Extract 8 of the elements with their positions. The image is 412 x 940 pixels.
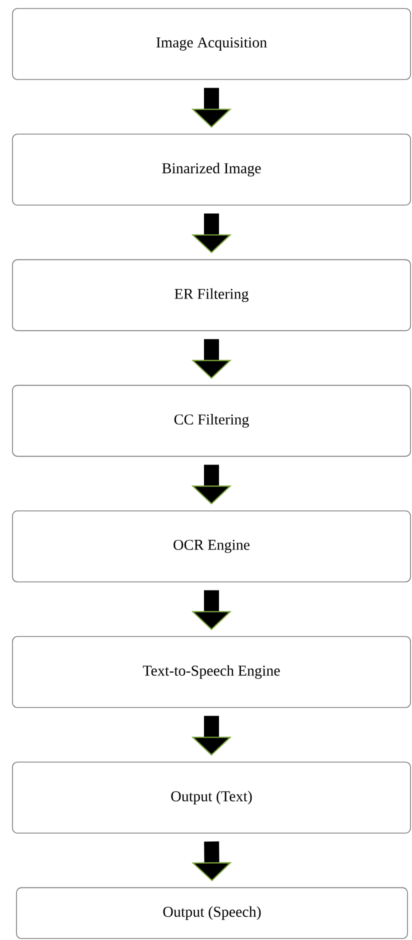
process-box: Binarized Image (12, 134, 411, 206)
process-box: Image Acquisition (12, 8, 411, 80)
process-box: CC Filtering (12, 384, 411, 457)
process-box: OCR Engine (12, 510, 411, 582)
process-box: Text-to-Speech Engine (12, 636, 411, 708)
process-box: Output (Text) (12, 762, 411, 834)
process-box: Output (Speech) (16, 887, 408, 939)
process-box: ER Filtering (12, 259, 411, 332)
